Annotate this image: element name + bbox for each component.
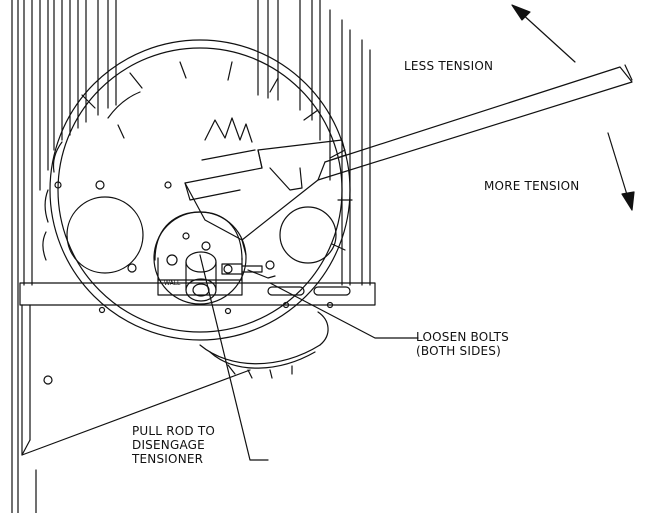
- more-tension-label: MORE TENSION: [484, 179, 580, 193]
- less-tension-arrow: [511, 4, 576, 63]
- housing-rails: [11, 0, 371, 513]
- spring-drum: [199, 311, 329, 379]
- tension-lever: [184, 64, 633, 256]
- leader-lines: [199, 254, 419, 461]
- wall-stamp: WALL: [164, 280, 181, 287]
- pull-rod-line3: TENSIONER: [132, 452, 204, 466]
- loosen-bolts-line2: (BOTH SIDES): [416, 344, 501, 358]
- mounting-bracket: [19, 282, 376, 513]
- loosen-bolts-label: LOOSEN BOLTS (BOTH SIDES): [416, 330, 509, 358]
- pull-rod-line2: DISENGAGE: [132, 438, 205, 452]
- less-tension-label: LESS TENSION: [404, 59, 494, 73]
- pull-rod-label: PULL ROD TO DISENGAGE TENSIONER: [132, 424, 215, 466]
- pull-rod-line1: PULL ROD TO: [132, 424, 216, 438]
- more-tension-arrow: [607, 132, 635, 211]
- tensioner-hub: [153, 211, 276, 305]
- loosen-bolts-line1: LOOSEN BOLTS: [416, 330, 509, 344]
- sprocket-disc: [42, 39, 353, 341]
